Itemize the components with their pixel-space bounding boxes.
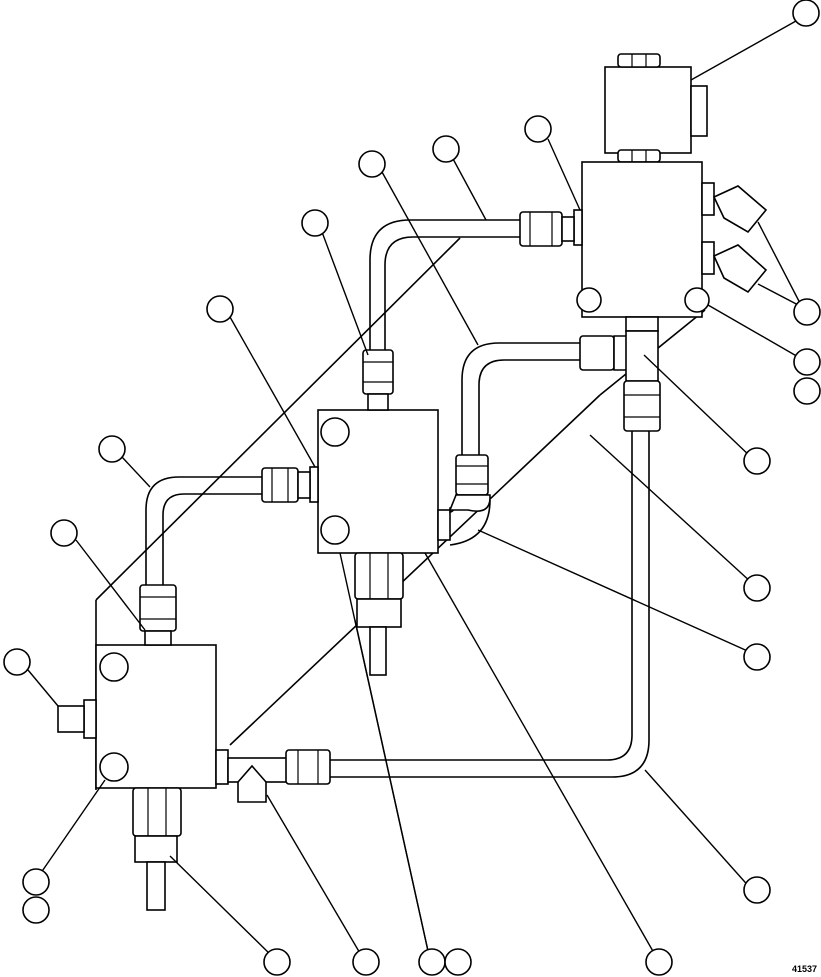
callout[interactable] <box>743 876 771 904</box>
valve-block-top <box>573 161 768 332</box>
fitting-bottom-lower <box>132 787 182 911</box>
tube-left-to-middle <box>145 476 262 585</box>
callout[interactable] <box>301 209 329 237</box>
callout[interactable] <box>3 648 31 676</box>
tee-fitting-bottom <box>215 749 331 803</box>
callout[interactable] <box>358 150 386 178</box>
callout[interactable] <box>792 0 820 27</box>
callout[interactable] <box>22 868 50 896</box>
callout[interactable] <box>418 948 446 976</box>
leader-lines <box>27 20 803 961</box>
callout[interactable] <box>743 643 771 671</box>
fitting-bottom-top <box>139 584 177 646</box>
callout[interactable] <box>793 298 821 326</box>
tube-middle-right <box>461 342 580 455</box>
fitting-top-inlet <box>519 211 575 247</box>
callout[interactable] <box>743 447 771 475</box>
fitting-middle-left <box>261 467 311 503</box>
tube-bottom-return <box>330 430 650 778</box>
callout[interactable] <box>444 948 472 976</box>
figure-number: 41537 <box>792 964 818 974</box>
callout[interactable] <box>524 115 552 143</box>
callout[interactable] <box>793 348 821 376</box>
fitting-middle-bottom <box>354 552 404 676</box>
callout[interactable] <box>98 435 126 463</box>
valve-block-middle <box>309 409 451 554</box>
fitting-middle-top <box>362 349 394 411</box>
elbow-fitting-middle <box>448 454 491 546</box>
callout[interactable] <box>793 377 821 405</box>
callouts <box>3 0 821 976</box>
callout[interactable] <box>432 135 460 163</box>
callout[interactable] <box>22 896 50 924</box>
tee-fitting-top <box>579 330 661 432</box>
callout[interactable] <box>743 574 771 602</box>
callout[interactable] <box>50 519 78 547</box>
solenoid-coil <box>604 53 708 163</box>
callout[interactable] <box>645 948 673 976</box>
valve-block-bottom <box>57 644 217 789</box>
callout[interactable] <box>206 295 234 323</box>
callout[interactable] <box>352 948 380 976</box>
callout[interactable] <box>263 948 291 976</box>
